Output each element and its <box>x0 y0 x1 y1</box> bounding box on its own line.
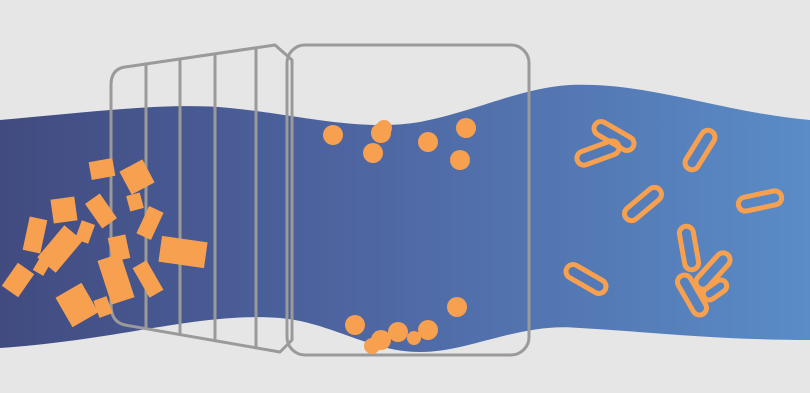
dot-particle <box>363 143 383 163</box>
dot-particle <box>345 315 365 335</box>
dot-particle <box>364 338 380 354</box>
dot-particle <box>447 297 467 317</box>
dot-particle <box>376 120 392 136</box>
dot-particle <box>456 118 476 138</box>
dot-particle <box>407 331 421 345</box>
dot-particle <box>388 322 408 342</box>
dot-particle <box>323 125 343 145</box>
flow-stream <box>0 85 810 352</box>
dot-particle <box>418 132 438 152</box>
dot-particle <box>418 320 438 340</box>
solid-block <box>50 196 77 223</box>
dot-particle <box>450 150 470 170</box>
